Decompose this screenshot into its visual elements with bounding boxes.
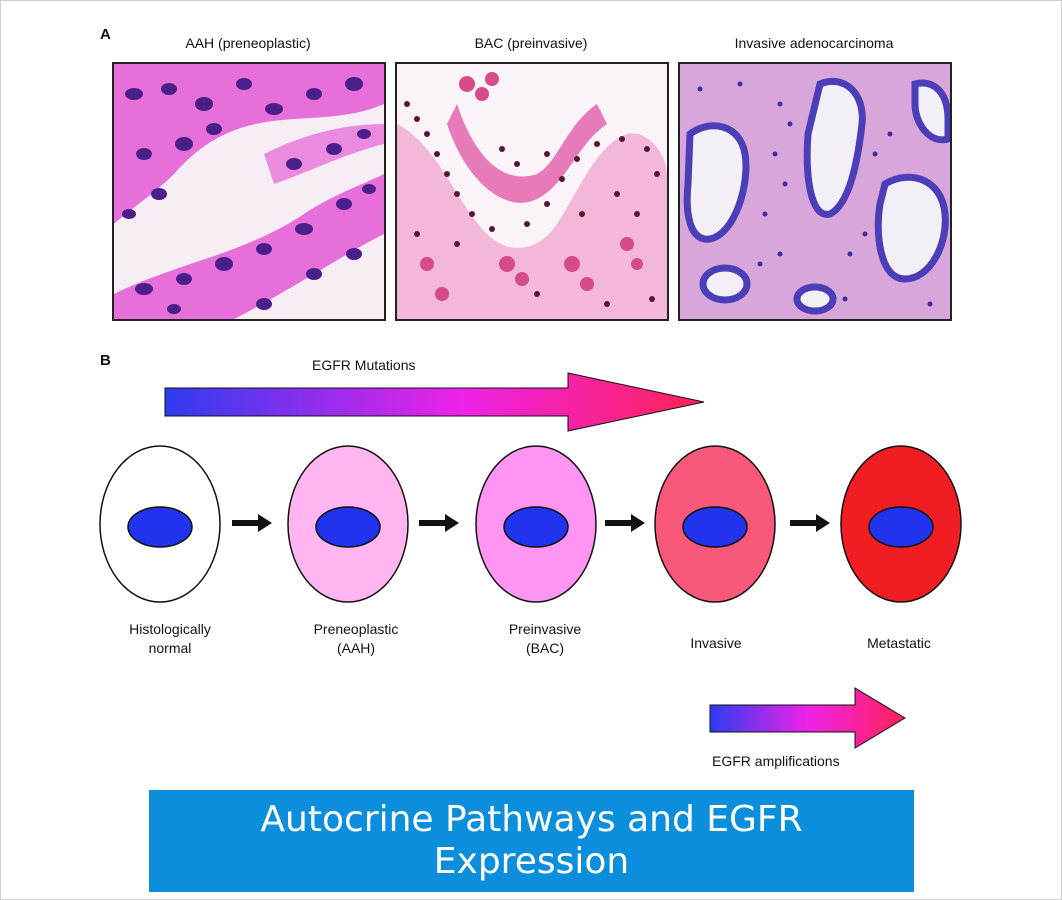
egfr-mutations-label: EGFR Mutations	[312, 357, 416, 373]
nucleus-normal	[127, 506, 193, 548]
micrograph-bac	[395, 62, 669, 321]
banner-title: Autocrine Pathways and EGFR Expression	[260, 799, 803, 882]
progression-arrow-3	[605, 514, 645, 532]
progression-arrow-1	[232, 514, 272, 532]
nucleus-metastatic	[868, 506, 934, 548]
micrograph-invasive	[678, 62, 952, 321]
egfr-mutations-arrow	[164, 372, 705, 432]
micrograph-title-aah: AAH (preneoplastic)	[185, 35, 311, 51]
panel-a-letter: A	[100, 26, 111, 43]
micrograph-title-bac: BAC (preinvasive)	[474, 35, 588, 51]
stage-label-preinvasive: Preinvasive(BAC)	[508, 621, 582, 656]
progression-arrow-2	[419, 514, 459, 532]
stage-label-preneoplastic: Preneoplastic(AAH)	[313, 621, 399, 656]
stage-label-metastatic: Metastatic	[867, 635, 931, 651]
progression-arrow-4	[790, 514, 830, 532]
panel-b-letter: B	[100, 352, 111, 369]
nucleus-invasive	[682, 506, 748, 548]
micrograph-aah	[112, 62, 386, 321]
egfr-amplifications-label: EGFR amplifications	[712, 753, 840, 769]
egfr-amplifications-arrow	[709, 687, 906, 749]
stage-label-invasive: Invasive	[690, 635, 742, 651]
title-banner: Autocrine Pathways and EGFR Expression	[149, 790, 914, 892]
nucleus-preinvasive	[503, 506, 569, 548]
nucleus-preneoplastic	[315, 506, 381, 548]
micrograph-title-invasive: Invasive adenocarcinoma	[734, 35, 894, 51]
